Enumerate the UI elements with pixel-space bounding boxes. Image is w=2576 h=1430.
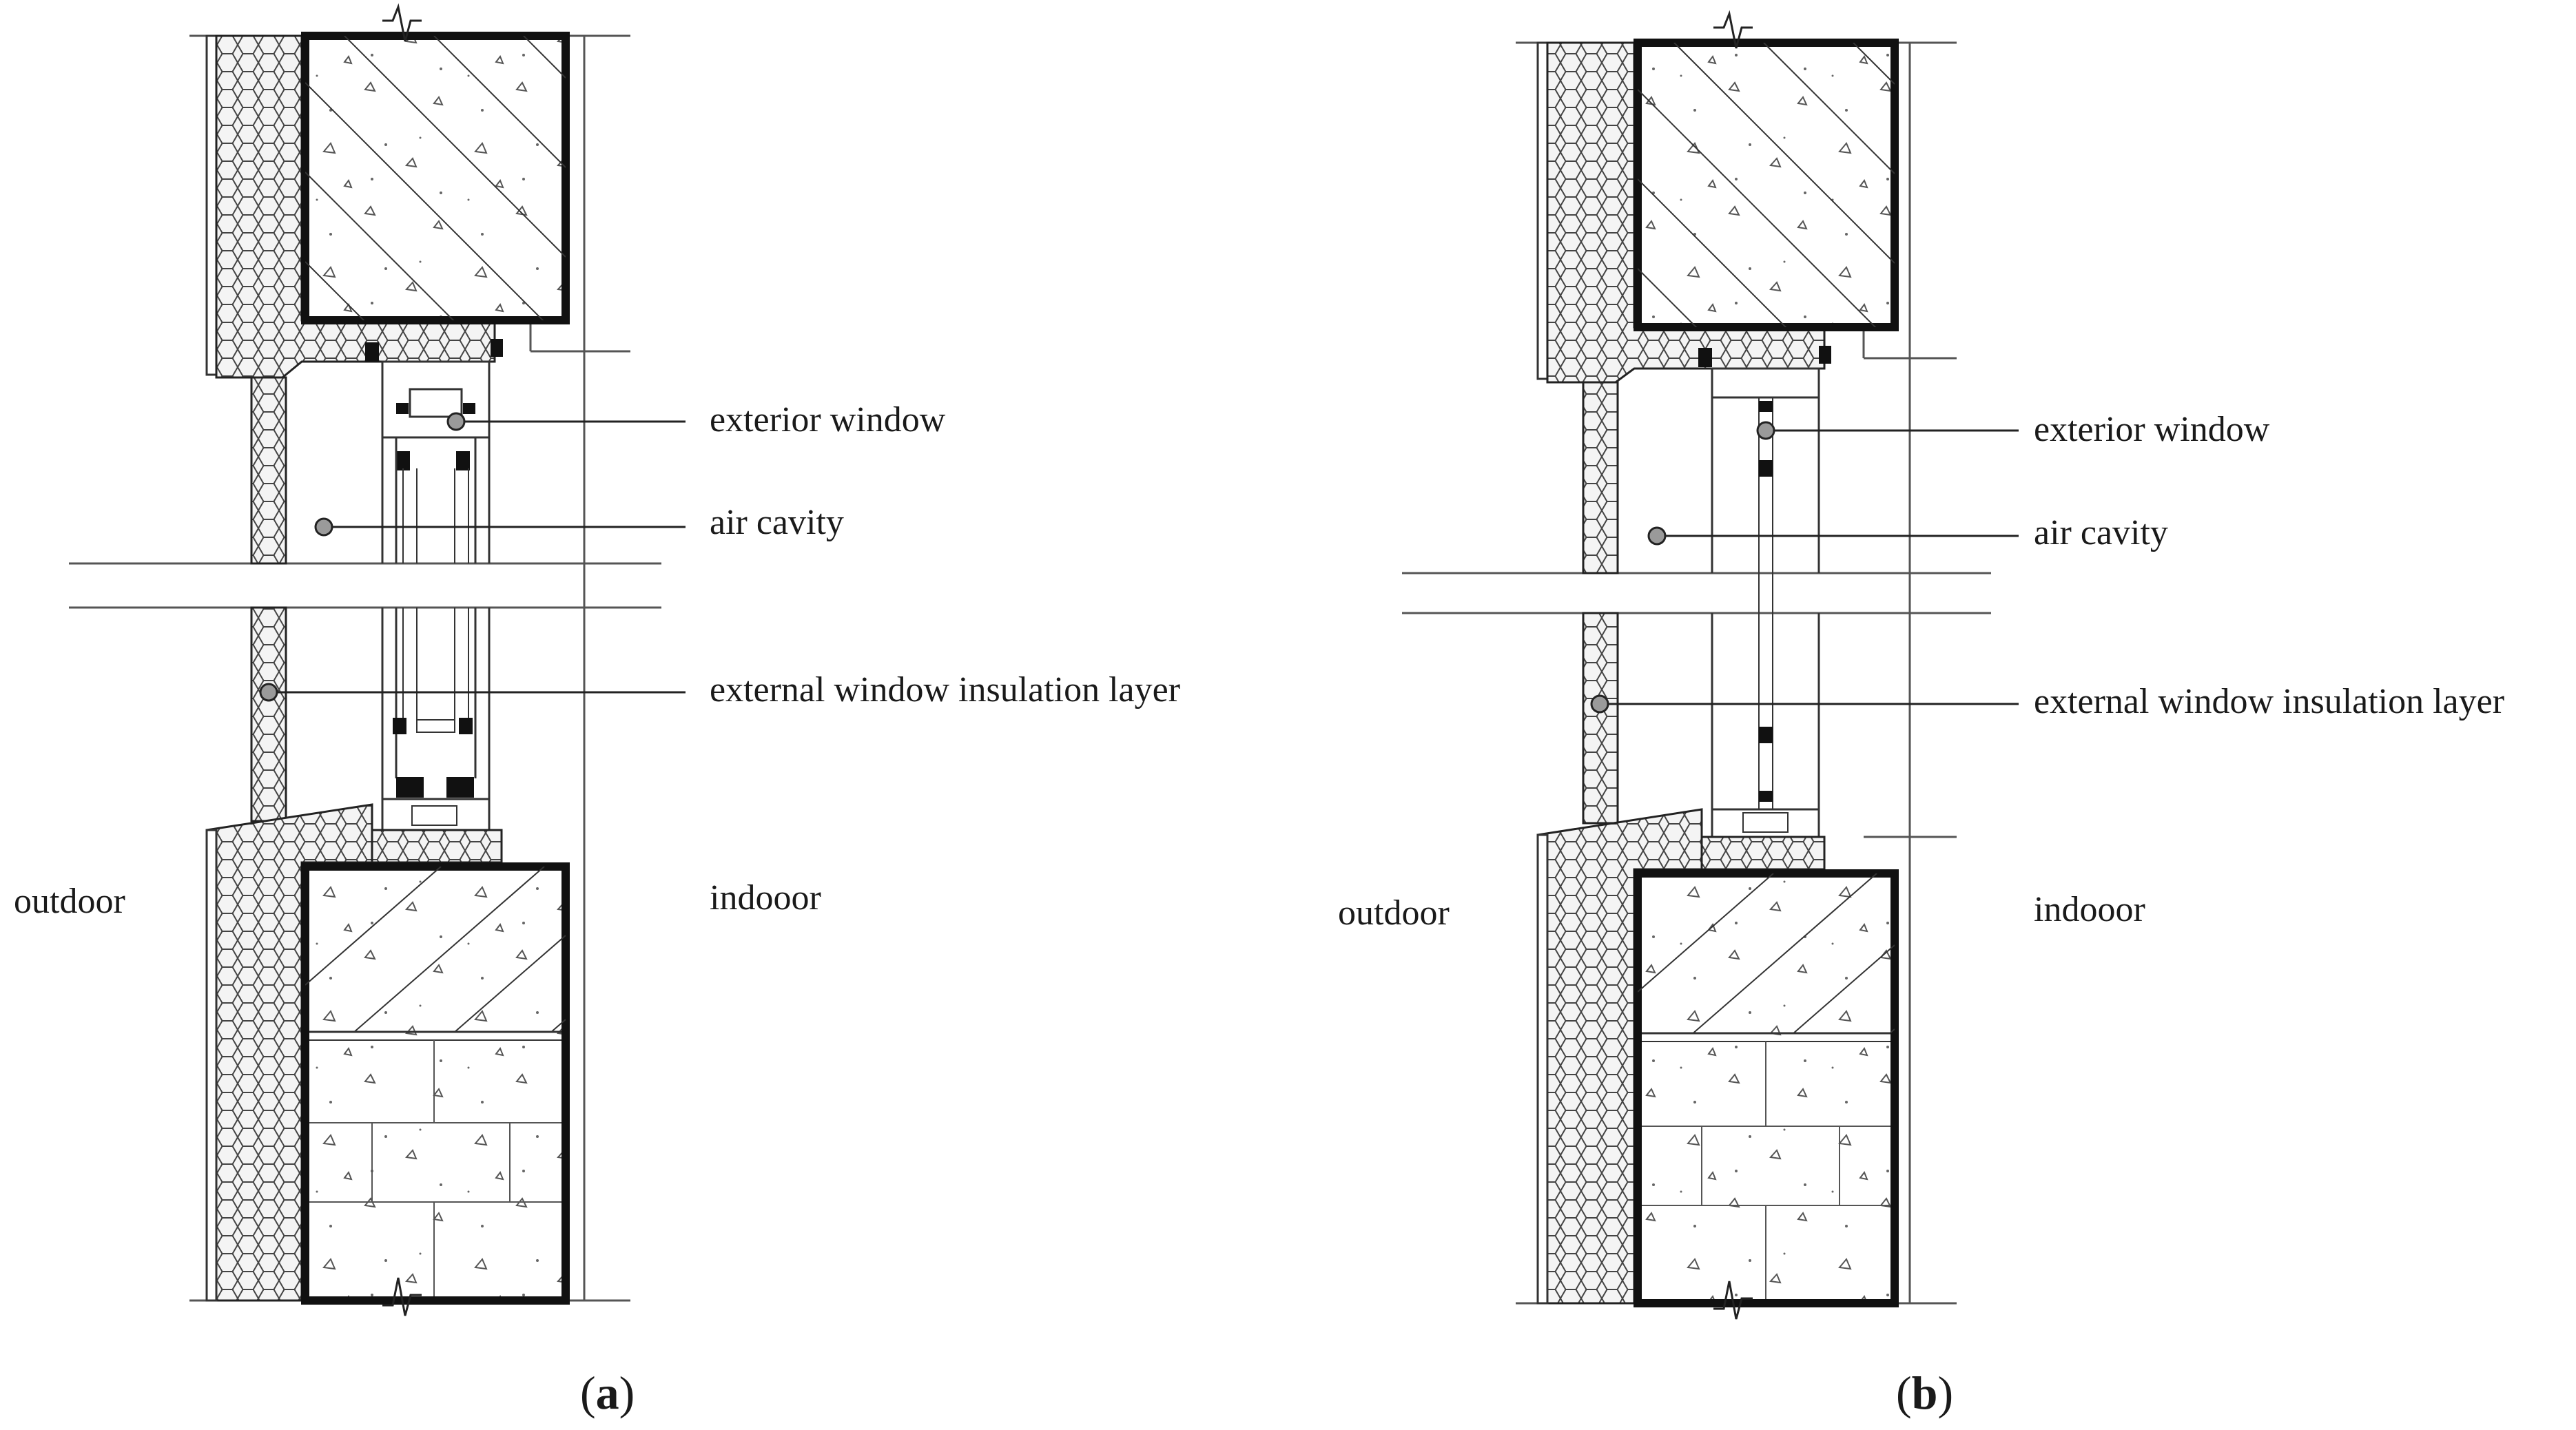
panel-a: exterior window air cavity external wind…: [14, 3, 1180, 1419]
leader-air-cavity-a: [314, 517, 686, 537]
label-indoor-b: indooor: [2034, 890, 2145, 929]
label-air-cavity-a: air cavity: [710, 503, 844, 542]
label-outdoor-a: outdoor: [14, 882, 125, 921]
panel-b: exterior window air cavity external wind…: [1338, 10, 2504, 1419]
label-indoor-a: indooor: [710, 878, 821, 918]
label-exterior-window-b: exterior window: [2034, 410, 2270, 449]
leader-exterior-window-b: [1756, 421, 2019, 440]
concrete-beam-top-b: [1634, 39, 1899, 331]
caption-b: (b): [1896, 1367, 1953, 1419]
leader-insulation-a: [259, 683, 686, 702]
caption-a: (a): [580, 1367, 635, 1419]
leader-air-cavity-b: [1647, 526, 2019, 546]
label-outdoor-b: outdoor: [1338, 893, 1450, 933]
concrete-beam-top: [301, 32, 570, 324]
label-exterior-window-a: exterior window: [710, 400, 946, 439]
concrete-beam-bottom: [301, 862, 570, 1305]
label-air-cavity-b: air cavity: [2034, 513, 2168, 552]
leader-insulation-b: [1590, 694, 2019, 714]
external-insulation-layer: [250, 376, 287, 565]
render-strip-top: [205, 34, 218, 376]
leader-exterior-window-a: [446, 412, 686, 431]
label-insulation-b: external window insulation layer: [2034, 682, 2504, 721]
label-insulation-a: external window insulation layer: [710, 670, 1180, 709]
